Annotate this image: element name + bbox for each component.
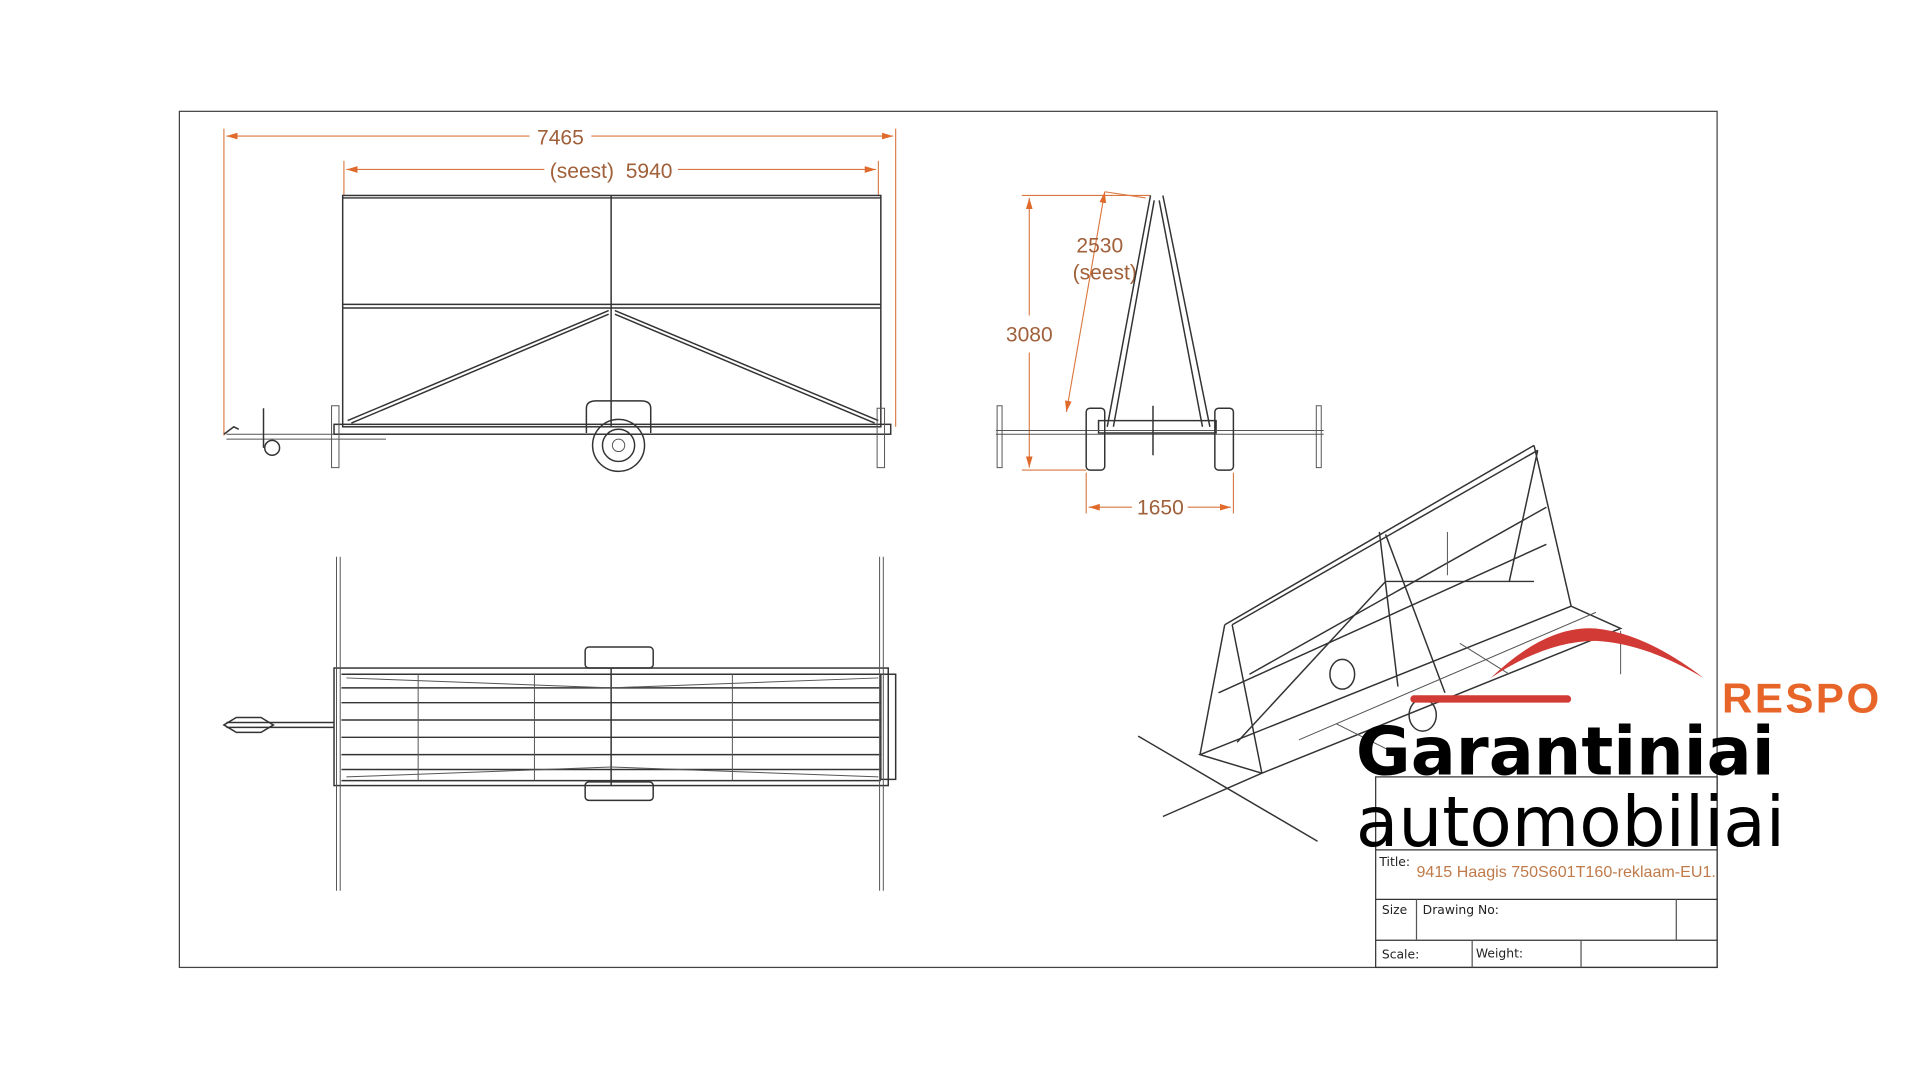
dimension-1650: 1650 (1137, 497, 1184, 520)
drawing-border (178, 110, 1718, 969)
dimension-2530: 2530 (1076, 234, 1123, 257)
dimension-7465: 7465 (537, 127, 584, 150)
respo-logo-text: RESPO (1722, 675, 1882, 722)
title-block: Title: 9415 Haagis 750S601T160-reklaam-E… (1375, 776, 1718, 969)
watermark-line1: Garantiniai (1356, 712, 1775, 790)
respo-logo: RESPO (1410, 628, 1882, 722)
side-view: 7465 (seest) 5940 (223, 127, 897, 473)
title-label: Title: (1378, 855, 1410, 869)
logo-swoosh (1490, 628, 1704, 678)
logo-swoosh-bar (1410, 695, 1572, 703)
isometric-view (1137, 444, 1623, 842)
dimension-5940: (seest) 5940 (550, 160, 673, 183)
front-view: 3080 2530 (seest) 1650 (995, 191, 1324, 520)
scale-label: Scale: (1382, 948, 1419, 962)
drawing-no-label: Drawing No: (1423, 903, 1499, 917)
dimension-line-2530 (1065, 191, 1107, 413)
watermark-line2: automobiliai (1356, 783, 1785, 863)
watermark: Garantiniai automobiliai (1356, 712, 1785, 863)
dimension-3080: 3080 (1006, 323, 1053, 346)
weight-label: Weight: (1476, 947, 1523, 961)
size-label: Size (1382, 903, 1407, 917)
top-view (222, 556, 897, 891)
dimension-2530-note: (seest) (1073, 262, 1137, 285)
title-value: 9415 Haagis 750S601T160-reklaam-EU1. (1416, 863, 1715, 881)
